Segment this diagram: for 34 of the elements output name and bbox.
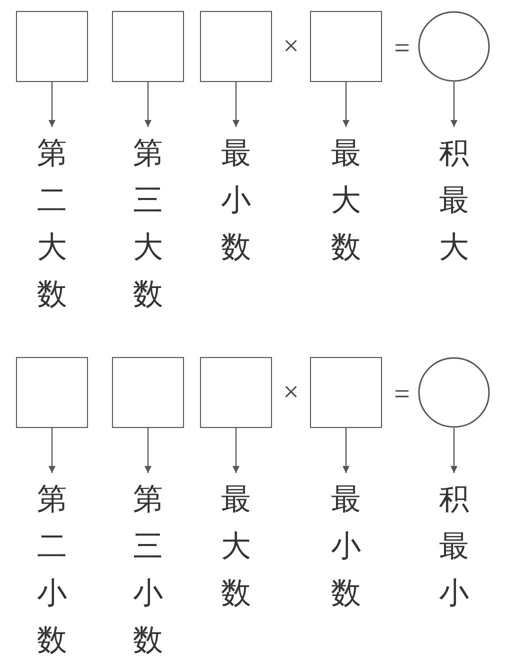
answer-box <box>200 357 272 428</box>
arrow <box>450 82 458 127</box>
arrow <box>48 428 56 473</box>
multiply-sign: × <box>282 378 300 408</box>
vertical-label: 最大数 <box>221 476 251 617</box>
answer-box <box>16 11 88 82</box>
answer-box <box>16 357 88 428</box>
arrow <box>450 428 458 473</box>
answer-box <box>310 11 382 82</box>
vertical-label: 最小数 <box>221 130 251 271</box>
answer-box <box>310 357 382 428</box>
arrow <box>342 428 350 473</box>
equals-sign: = <box>393 34 411 64</box>
vertical-label: 积最大 <box>439 130 469 271</box>
arrow <box>342 82 350 127</box>
answer-circle <box>418 357 490 428</box>
answer-box <box>112 357 184 428</box>
equals-sign: = <box>393 380 411 410</box>
arrow <box>232 82 240 127</box>
arrow <box>144 428 152 473</box>
arrow <box>232 428 240 473</box>
vertical-label: 第三大数 <box>133 130 163 318</box>
vertical-label: 第二大数 <box>37 130 67 318</box>
vertical-label: 第三小数 <box>133 476 163 664</box>
answer-box <box>200 11 272 82</box>
answer-circle <box>418 11 490 82</box>
vertical-label: 最大数 <box>331 130 361 271</box>
multiply-sign: × <box>282 32 300 62</box>
vertical-label: 最小数 <box>331 476 361 617</box>
arrow <box>144 82 152 127</box>
arrow <box>48 82 56 127</box>
vertical-label: 积最小 <box>439 476 469 617</box>
answer-box <box>112 11 184 82</box>
vertical-label: 第二小数 <box>37 476 67 664</box>
